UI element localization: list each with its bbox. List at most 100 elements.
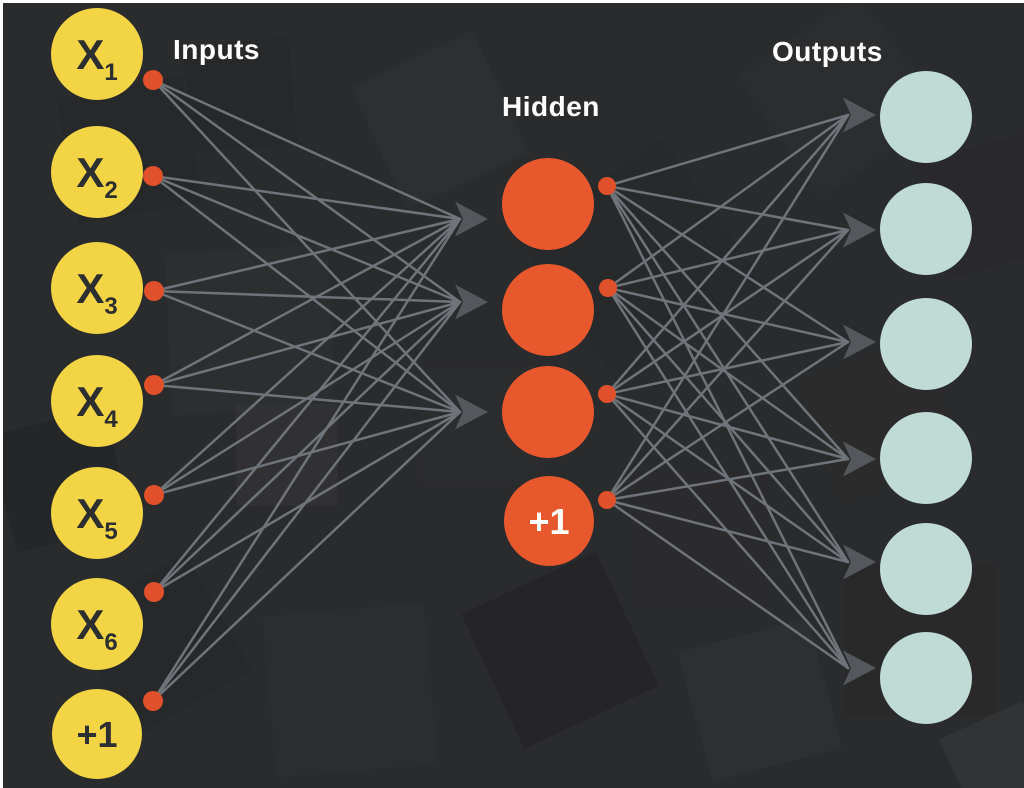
connection-line — [605, 184, 850, 232]
output-node — [880, 632, 972, 724]
connector-dot — [598, 385, 616, 403]
hidden-node-circle — [502, 366, 594, 458]
arrow-icon — [455, 284, 488, 320]
connection-lines — [151, 78, 850, 703]
connector-dot — [143, 166, 163, 186]
background-polygon — [736, 0, 944, 199]
connection-line — [151, 78, 462, 414]
hidden-node-circle — [502, 158, 594, 250]
connection-line — [152, 410, 462, 497]
background-polygon — [236, 404, 338, 506]
hidden-node — [502, 158, 594, 250]
input-node: X4 — [51, 355, 143, 447]
connection-line — [606, 286, 850, 461]
output-node-circle — [880, 71, 972, 163]
output-node — [880, 183, 972, 275]
connector-dot — [598, 177, 616, 195]
connection-line — [605, 228, 850, 502]
connection-line — [152, 217, 462, 387]
input-node-circle — [51, 467, 143, 559]
connection-line — [151, 174, 462, 221]
connector-dot — [143, 70, 163, 90]
background-polygon — [261, 601, 439, 779]
connection-line — [152, 217, 462, 594]
arrowheads — [455, 97, 876, 686]
output-node — [880, 412, 972, 504]
outputs-label: Outputs — [772, 36, 883, 67]
hidden-node — [502, 366, 594, 458]
connection-line — [152, 217, 462, 293]
hidden-node-circle — [502, 264, 594, 356]
connection-line — [605, 340, 850, 502]
output-node-circle — [880, 298, 972, 390]
background-polygon — [677, 617, 843, 783]
inputs-label: Inputs — [173, 34, 260, 65]
connection-line — [151, 78, 462, 221]
input-node: X2 — [51, 126, 143, 218]
hidden-node-label: +1 — [528, 501, 569, 542]
connection-line — [606, 286, 850, 564]
input-node: X3 — [51, 242, 143, 334]
hidden-label: Hidden — [502, 91, 600, 122]
output-node-circle — [880, 412, 972, 504]
connection-line — [605, 113, 850, 396]
connection-line — [152, 300, 462, 497]
arrow-icon — [455, 201, 488, 237]
connection-line — [151, 300, 462, 703]
output-node-circle — [880, 183, 972, 275]
connector-dot — [144, 485, 164, 505]
arrow-icon — [843, 97, 876, 133]
connection-line — [152, 217, 462, 497]
input-node: X5 — [51, 467, 143, 559]
background-polygon — [182, 37, 298, 153]
connection-line — [606, 113, 850, 290]
connection-line — [606, 286, 850, 344]
input-node-circle — [51, 242, 143, 334]
input-node-circle — [52, 689, 142, 779]
connection-line — [605, 113, 850, 502]
connector-dot — [599, 279, 617, 297]
input-node: X6 — [51, 578, 143, 670]
connector-dot — [598, 491, 616, 509]
arrow-icon — [843, 650, 876, 686]
connection-line — [152, 300, 462, 387]
connection-line — [151, 410, 462, 703]
connection-line — [605, 184, 850, 344]
connector-dots — [143, 70, 617, 711]
connection-line — [605, 457, 850, 502]
arrow-icon — [843, 544, 876, 580]
connector-dot — [144, 582, 164, 602]
connection-line — [605, 392, 850, 461]
background-polygon — [938, 700, 1024, 788]
connection-line — [152, 289, 462, 414]
hidden-bias-node: +1 — [504, 476, 594, 566]
connection-line — [605, 228, 850, 396]
connection-line — [606, 228, 850, 290]
input-node-label: +1 — [76, 714, 117, 755]
connection-line — [605, 392, 850, 564]
background-polygon — [632, 472, 768, 608]
output-node-circle — [880, 523, 972, 615]
input-node-circle — [51, 126, 143, 218]
connection-line — [151, 174, 462, 414]
input-node-circle — [51, 8, 143, 100]
output-node — [880, 298, 972, 390]
connection-line — [605, 113, 850, 188]
connector-dot — [144, 281, 164, 301]
output-node — [880, 71, 972, 163]
page-border-top — [0, 0, 1024, 3]
arrow-icon — [843, 212, 876, 248]
arrow-icon — [843, 441, 876, 477]
input-node-circle — [51, 578, 143, 670]
input-node-circle — [51, 355, 143, 447]
connection-line — [605, 498, 850, 564]
page-border-left — [0, 0, 3, 788]
arrow-icon — [843, 324, 876, 360]
hidden-node — [502, 264, 594, 356]
output-node — [880, 523, 972, 615]
connection-line — [151, 217, 462, 703]
connection-line — [605, 340, 850, 396]
connection-line — [605, 184, 850, 461]
